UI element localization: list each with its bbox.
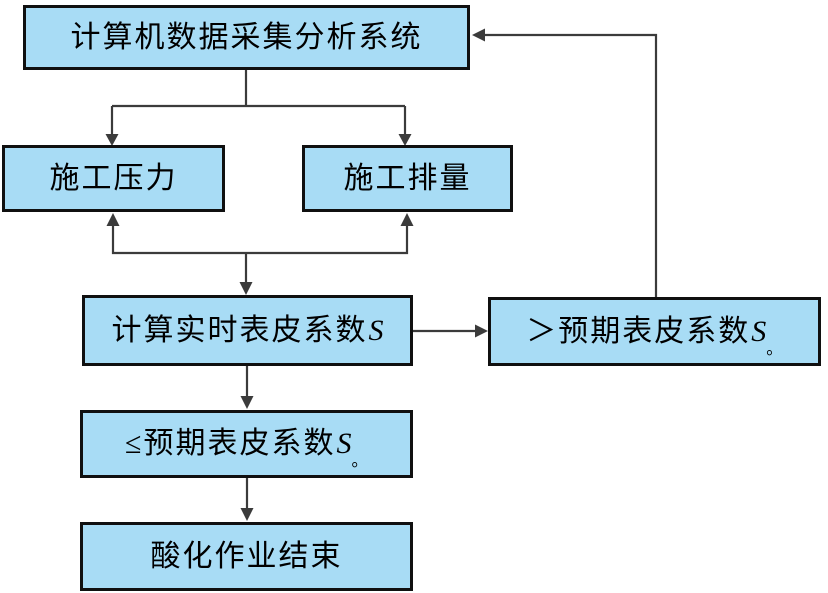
node-treatment-pressure: 施工压力 bbox=[2, 145, 225, 212]
skin-factor-subscript: 。 bbox=[351, 450, 368, 470]
skin-factor-symbol: S bbox=[751, 314, 767, 348]
node-treatment-pressure-label: 施工压力 bbox=[49, 161, 178, 195]
node-acidizing-finished: 酸化作业结束 bbox=[80, 522, 413, 591]
edge-system-split bbox=[110, 70, 407, 135]
node-treatment-rate-label: 施工排量 bbox=[343, 161, 472, 195]
edge-above-to-system bbox=[485, 33, 658, 297]
node-treatment-rate: 施工排量 bbox=[302, 145, 513, 212]
arrowhead-up-rate bbox=[400, 213, 414, 226]
arrowhead-to-above bbox=[475, 324, 488, 338]
node-above-expected-label: ＞预期表皮系数 bbox=[526, 314, 751, 348]
arrowhead-to-below bbox=[240, 396, 254, 409]
node-below-expected-label: ≤预期表皮系数 bbox=[125, 427, 336, 460]
arrowhead-to-system bbox=[472, 28, 485, 42]
node-acidizing-finished-label: 酸化作业结束 bbox=[150, 539, 343, 573]
arrowhead-to-end bbox=[240, 508, 254, 521]
arrowhead-to-calc bbox=[239, 282, 253, 295]
edge-junction bbox=[111, 226, 409, 283]
skin-factor-symbol: S bbox=[336, 427, 352, 460]
skin-factor-subscript: 。 bbox=[766, 338, 783, 358]
arrowhead-to-rate bbox=[398, 134, 412, 146]
node-calc-skin-factor-label: 计算实时表皮系数 bbox=[111, 313, 368, 347]
arrowhead-to-pressure bbox=[105, 134, 119, 146]
node-data-acquisition-system-label: 计算机数据采集分析系统 bbox=[70, 20, 423, 54]
node-data-acquisition-system: 计算机数据采集分析系统 bbox=[23, 5, 470, 70]
skin-factor-symbol: S bbox=[368, 313, 384, 347]
arrowhead-up-pressure bbox=[106, 213, 120, 226]
